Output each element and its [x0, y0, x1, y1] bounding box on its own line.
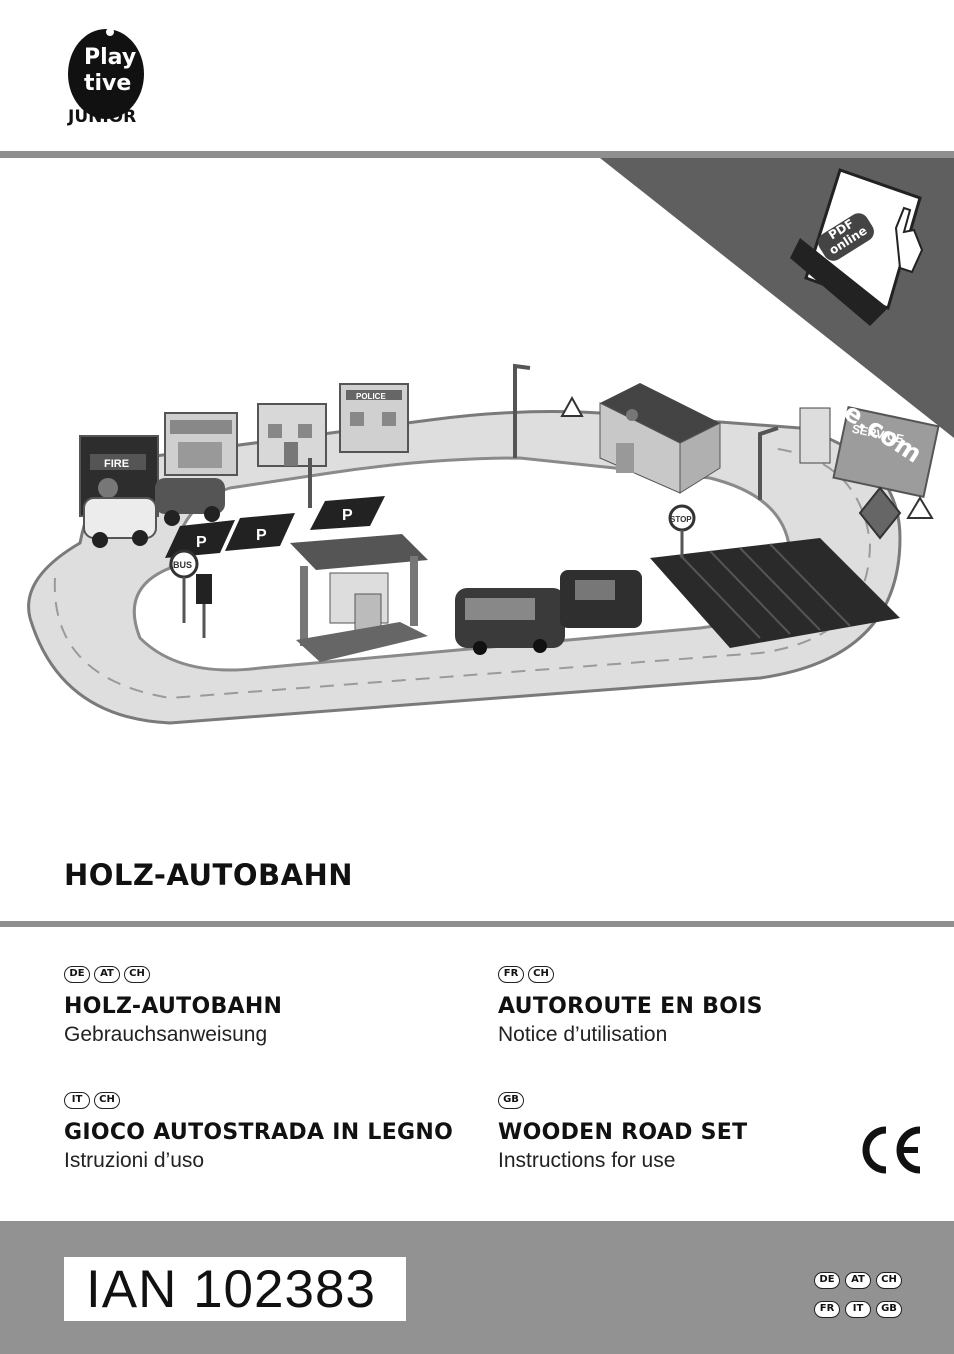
- country-badges: IT CH: [64, 1092, 464, 1112]
- country-badge: IT: [64, 1092, 90, 1109]
- svg-text:P: P: [196, 534, 207, 551]
- country-badge: DE: [814, 1272, 840, 1289]
- playtive-junior-logo: Play tive JUNIOR: [67, 28, 144, 127]
- ian-number: IAN 102383: [86, 1260, 376, 1319]
- language-block-gb: GB WOODEN ROAD SET Instructions for use: [498, 1092, 898, 1173]
- language-subtitle: Gebrauchsanweisung: [64, 1023, 268, 1046]
- police-board: POLICE: [339, 383, 409, 453]
- toy-train: [455, 570, 642, 655]
- top-divider: [0, 151, 954, 158]
- language-subtitle: Instructions for use: [498, 1149, 676, 1172]
- svg-text:FIRE: FIRE: [104, 458, 129, 470]
- language-block-de: DE AT CH HOLZ-AUTOBAHN Gebrauchsanweisun…: [64, 966, 464, 1047]
- logo-text-play: Play: [84, 45, 136, 70]
- lamp-posts: [308, 363, 779, 508]
- country-badge: DE: [64, 966, 90, 983]
- country-badge: IT: [845, 1301, 871, 1318]
- middle-divider: [0, 921, 954, 927]
- bottom-country-badges-row-2: FR IT GB: [814, 1301, 902, 1318]
- svg-text:POLICE: POLICE: [356, 392, 386, 401]
- language-title: HOLZ-AUTOBAHN: [64, 994, 283, 1019]
- shop-board: [164, 412, 238, 476]
- toy-cars: [83, 478, 225, 548]
- country-badge: AT: [94, 966, 120, 983]
- parking-pads: P P P: [165, 496, 385, 558]
- country-badge: GB: [498, 1092, 524, 1109]
- country-badge: FR: [814, 1301, 840, 1318]
- road-signs: BUS STOP: [169, 395, 934, 638]
- service-station-board: SERVICE: [832, 406, 940, 498]
- country-badges: FR CH: [498, 966, 898, 986]
- language-title: GIOCO AUTOSTRADA IN LEGNO: [64, 1120, 454, 1145]
- country-badge: AT: [845, 1272, 871, 1289]
- svg-text:P: P: [342, 507, 353, 524]
- railway-crossing: [650, 538, 900, 648]
- country-badge: CH: [124, 966, 150, 983]
- svg-text:P: P: [256, 527, 267, 544]
- hospital-board: [257, 403, 327, 467]
- ian-box: IAN 102383: [64, 1257, 406, 1321]
- svg-text:BUS: BUS: [173, 560, 192, 570]
- logo-text-tive: tive: [84, 71, 131, 96]
- gas-station: [290, 534, 428, 662]
- country-badges: GB: [498, 1092, 898, 1112]
- language-subtitle: Istruzioni d’uso: [64, 1149, 205, 1172]
- country-badge: FR: [498, 966, 524, 983]
- country-badges: DE AT CH: [64, 966, 464, 986]
- svg-text:STOP: STOP: [670, 515, 692, 524]
- language-title: AUTOROUTE EN BOIS: [498, 994, 763, 1019]
- ce-mark-icon: [862, 1126, 921, 1174]
- language-block-fr: FR CH AUTOROUTE EN BOIS Notice d’utilisa…: [498, 966, 898, 1047]
- language-block-it: IT CH GIOCO AUTOSTRADA IN LEGNO Istruzio…: [64, 1092, 464, 1173]
- wooden-house: [599, 383, 721, 494]
- language-title: WOODEN ROAD SET: [498, 1120, 748, 1145]
- country-badge: CH: [528, 966, 554, 983]
- main-title: HOLZ-AUTOBAHN: [64, 858, 354, 892]
- country-badge: CH: [94, 1092, 120, 1109]
- language-subtitle: Notice d’utilisation: [498, 1023, 668, 1046]
- country-badge: CH: [876, 1272, 902, 1289]
- logo-text-junior: JUNIOR: [67, 107, 136, 127]
- country-badge: GB: [876, 1301, 902, 1318]
- product-illustration: P P P FIRE POLICE SERVICE: [27, 158, 954, 725]
- bottom-country-badges-row-1: DE AT CH: [814, 1272, 902, 1289]
